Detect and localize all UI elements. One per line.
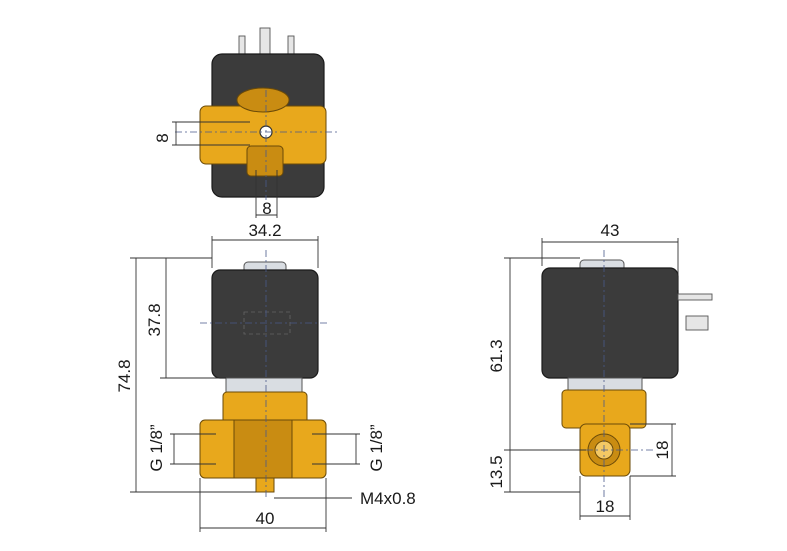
dim-side-port-center: 13.5 <box>487 455 506 488</box>
top-pin-center <box>259 27 271 57</box>
dim-front-total-height: 74.8 <box>115 359 134 392</box>
dim-top-hole-height: 8 <box>153 133 172 142</box>
dim-front-body-width: 40 <box>256 509 275 528</box>
dim-side-coil-depth: 43 <box>601 221 620 240</box>
top-nut <box>236 87 290 113</box>
front-view: 34.2 37.8 74.8 G 1/8” G 1/8” M4x0.8 40 <box>115 221 416 532</box>
front-brass-center <box>233 419 293 479</box>
front-thread-stud <box>255 477 275 493</box>
top-pin-right <box>287 35 295 57</box>
dim-side-port-height: 18 <box>653 441 672 460</box>
top-lower-boss <box>246 145 284 177</box>
label-port-right: G 1/8” <box>367 424 386 472</box>
side-pin-lower <box>685 315 709 331</box>
dim-top-hole-width: 8 <box>262 199 271 218</box>
side-pin-upper <box>677 293 713 301</box>
dim-side-height: 61.3 <box>487 339 506 372</box>
dim-side-body-depth: 18 <box>596 497 615 516</box>
dim-front-coil-width: 34.2 <box>248 221 281 240</box>
front-coil <box>211 269 319 379</box>
side-view: 43 61.3 13.5 18 18 <box>487 221 713 520</box>
front-brass-upper <box>222 391 308 425</box>
dim-front-coil-height: 37.8 <box>145 303 164 336</box>
top-pin-left <box>238 35 246 57</box>
label-thread: M4x0.8 <box>360 489 416 508</box>
label-port-left: G 1/8” <box>147 424 166 472</box>
top-view: 8 8 <box>153 27 340 218</box>
side-coil <box>541 267 679 379</box>
